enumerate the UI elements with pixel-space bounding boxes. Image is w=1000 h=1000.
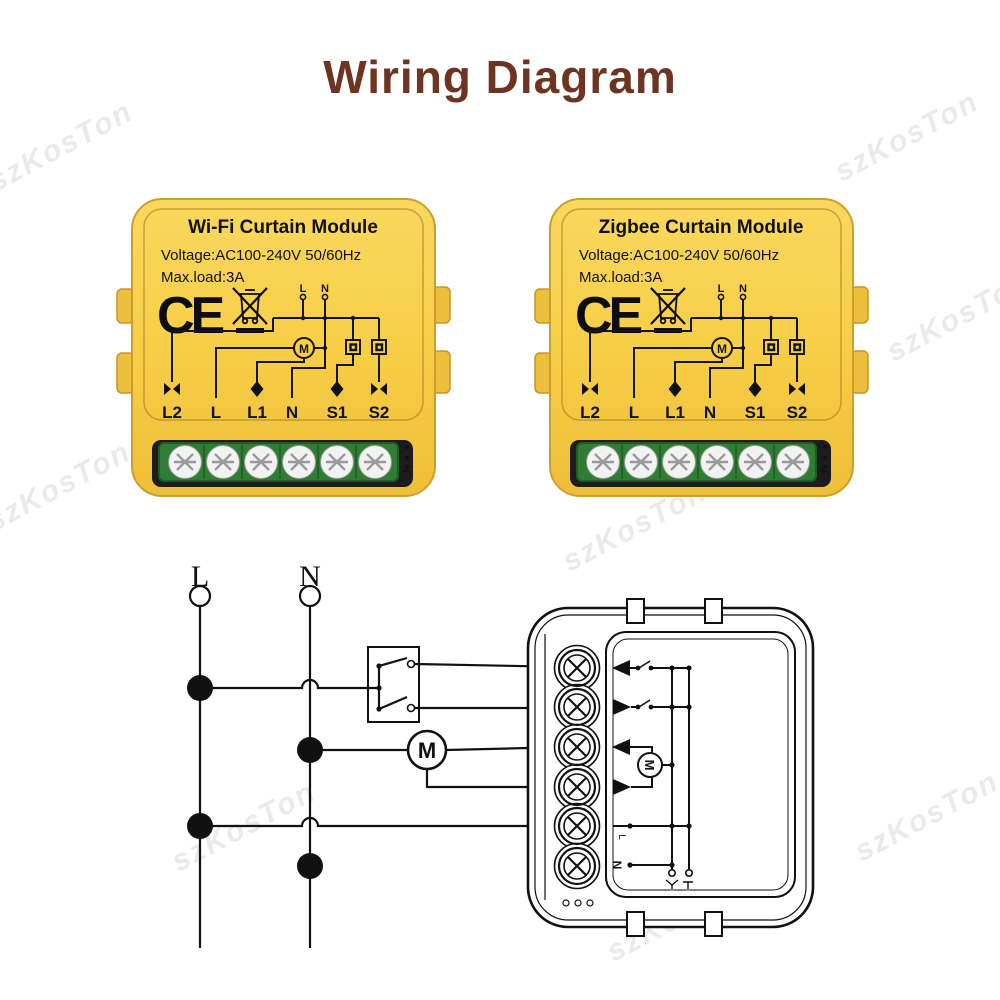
watermark: szKosTon: [0, 94, 139, 199]
wiring-schematic: L N M: [187, 560, 815, 948]
screw-icon: [168, 445, 202, 479]
module-outline-drawing: M L N: [526, 598, 815, 937]
screw-icon: [557, 727, 597, 767]
diamond-arrow-icon: [250, 381, 264, 397]
motor-label: M: [299, 342, 309, 356]
terminal-screws: [586, 445, 810, 479]
face-neutral-label: N: [739, 283, 747, 295]
screw-icon: [557, 687, 597, 727]
spark-mark: [402, 465, 411, 472]
neutral-label: N: [299, 560, 321, 593]
module-face-outline: [143, 208, 424, 421]
face-mini-schematic: L N M: [171, 283, 387, 398]
face-neutral-label: N: [321, 283, 329, 295]
bowtie-arrow-icon: [789, 383, 805, 395]
face-mini-schematic: L N M: [589, 283, 805, 398]
motor-icon: [293, 337, 315, 359]
internal-motor-label: M: [642, 760, 657, 771]
motor-label: M: [418, 738, 436, 763]
terminal-arrow-icons: [582, 381, 805, 397]
module-max-load: Max.load:3A: [579, 269, 662, 286]
screw-icon: [776, 445, 810, 479]
screw-icon: [557, 767, 597, 807]
wifi-curtain-module: Wi-Fi Curtain Module Voltage:AC100-240V …: [116, 198, 451, 497]
svg-text:L1: L1: [665, 403, 685, 422]
diamond-arrow-icon: [668, 381, 682, 397]
motor-icon: M: [406, 729, 448, 771]
spark-mark: [820, 465, 829, 472]
rotated-terminal-glyphs: [665, 879, 693, 889]
svg-text:L: L: [629, 403, 639, 422]
bowtie-arrow-icon: [371, 383, 387, 395]
screw-icon: [557, 648, 597, 688]
svg-text:L2: L2: [162, 403, 182, 422]
zigbee-curtain-module: Zigbee Curtain Module Voltage:AC100-240V…: [534, 198, 869, 497]
live-to-module-wire: [200, 816, 570, 828]
vent-dots: [562, 899, 594, 907]
terminal-labels: L2 L L1 N S1 S2: [580, 403, 807, 422]
screw-icon: [244, 445, 278, 479]
module-voltage: Voltage:AC100-240V 50/60Hz: [161, 247, 361, 264]
wall-switch-symbol: [367, 646, 420, 723]
screw-icon: [320, 445, 354, 479]
screw-icon: [738, 445, 772, 479]
diamond-arrow-icon: [330, 381, 344, 397]
face-live-label: L: [300, 283, 307, 295]
motor-icon: [711, 337, 733, 359]
screw-icon: [206, 445, 240, 479]
side-clip-tabs: [534, 286, 869, 394]
terminal-screws: [168, 445, 392, 479]
motor-label: M: [717, 342, 727, 356]
reset-indicator-dots: [820, 445, 829, 472]
face-live-label: L: [718, 283, 725, 295]
svg-text:L1: L1: [247, 403, 267, 422]
svg-text:S2: S2: [369, 403, 390, 422]
module-face-outline: [561, 208, 842, 421]
svg-text:N: N: [704, 403, 716, 422]
module-title: Zigbee Curtain Module: [599, 217, 804, 238]
ce-mark: CE: [575, 287, 642, 345]
mounting-clips: [626, 598, 723, 937]
screw-icon: [624, 445, 658, 479]
module-voltage: Voltage:AC100-240V 50/60Hz: [579, 247, 779, 264]
svg-text:S1: S1: [745, 403, 766, 422]
terminal-labels: L2 L L1 N S1 S2: [162, 403, 389, 422]
reset-indicator-dots: [402, 445, 411, 472]
svg-text:L2: L2: [580, 403, 600, 422]
screw-icon: [557, 806, 597, 846]
screw-icon: [282, 445, 316, 479]
ce-mark: CE: [157, 287, 224, 345]
bowtie-arrow-icon: [164, 383, 180, 395]
internal-schematic: M L N: [610, 660, 693, 889]
screw-icon: [662, 445, 696, 479]
internal-live-label: L: [616, 834, 627, 840]
page-title: Wiring Diagram: [323, 51, 677, 103]
screw-icon: [700, 445, 734, 479]
bowtie-arrow-icon: [582, 383, 598, 395]
internal-neutral-label: N: [610, 861, 624, 870]
screw-icon: [557, 846, 597, 886]
svg-text:L: L: [211, 403, 221, 422]
module-max-load: Max.load:3A: [161, 269, 244, 286]
terminal-cell-dividers: [203, 445, 357, 479]
motor-loop-wire: [425, 769, 570, 789]
screw-heads: [557, 648, 597, 886]
junction-dots: [187, 663, 382, 879]
terminal-cell-dividers: [621, 445, 775, 479]
svg-text:N: N: [286, 403, 298, 422]
module-title: Wi-Fi Curtain Module: [188, 217, 378, 238]
svg-text:S1: S1: [327, 403, 348, 422]
live-label: L: [191, 560, 209, 593]
terminal-arrow-icons: [164, 381, 387, 397]
svg-text:S2: S2: [787, 403, 808, 422]
live-to-switch-wire: [200, 678, 379, 690]
screw-icon: [586, 445, 620, 479]
watermark: szKosTon: [881, 264, 1000, 369]
screw-icon: [358, 445, 392, 479]
diamond-arrow-icon: [748, 381, 762, 397]
